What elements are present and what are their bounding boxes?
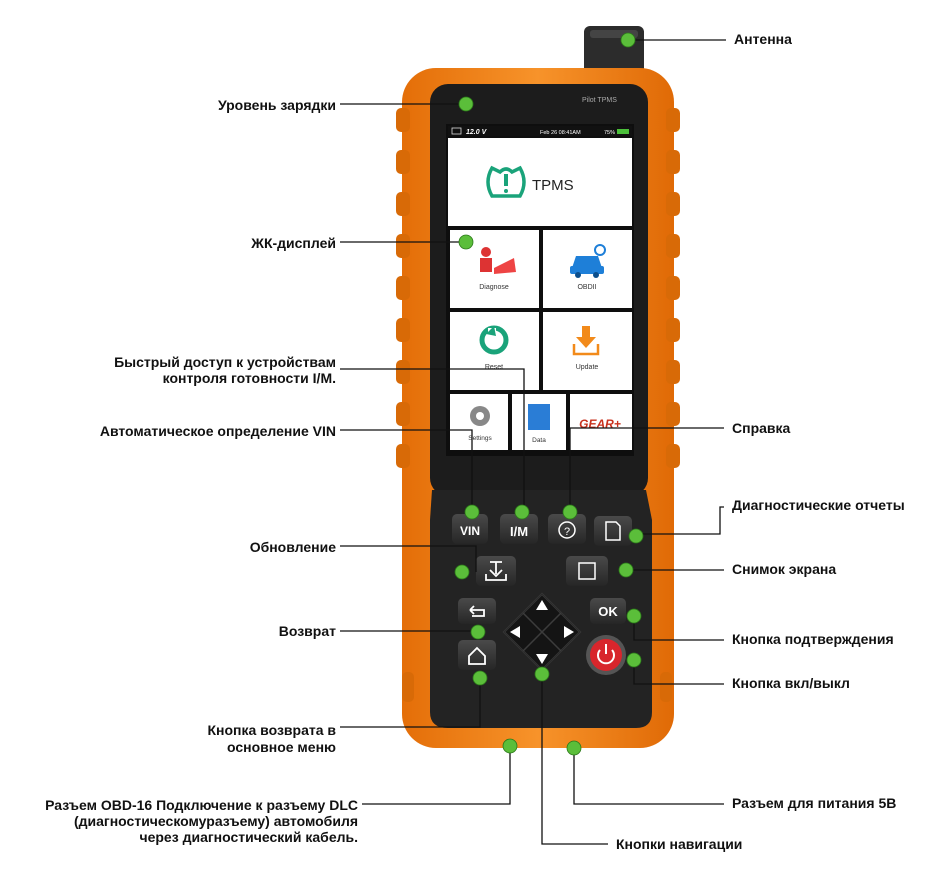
status-battery: 75%: [604, 130, 615, 136]
right-arrow-icon[interactable]: [564, 626, 574, 638]
label-im-quick-1: Быстрый доступ к устройствам: [114, 354, 336, 370]
tile-settings[interactable]: Settings: [450, 394, 508, 450]
lcd-screen: 12.0 V Feb 26 08:41AM 75% TPMS Diagnose: [446, 124, 634, 456]
data-icon: [528, 404, 550, 430]
download-key-icon: [485, 561, 507, 581]
status-datetime: Feb 26 08:41AM: [540, 130, 581, 136]
battery-icon: [617, 129, 629, 134]
label-charge-level: Уровень зарядки: [217, 97, 336, 113]
up-arrow-icon[interactable]: [536, 600, 548, 610]
tile-obd[interactable]: OBDII: [543, 230, 632, 308]
reset-icon: [479, 325, 509, 355]
left-arrow-icon[interactable]: [510, 626, 520, 638]
svg-text:OK: OK: [598, 604, 618, 619]
label-home-1: Кнопка возврата в: [207, 722, 336, 738]
screenshot-icon: [578, 562, 596, 580]
tile-gear-plus[interactable]: GEAR+: [570, 394, 632, 450]
settings-label: Settings: [468, 435, 492, 442]
label-reports: Диагностические отчеты: [732, 497, 905, 513]
label-screenshot: Снимок экрана: [732, 561, 837, 577]
label-obd-1: Разъем OBD-16 Подключение к разъему DLC: [45, 797, 358, 813]
label-help: Справка: [732, 420, 791, 436]
back-arrow-icon: [469, 605, 485, 617]
label-obd-2: (диагностическомуразъему) автомобиля: [73, 813, 358, 829]
update-label: Update: [576, 364, 599, 371]
label-lcd: ЖК-дисплей: [251, 235, 336, 251]
svg-text:I/M: I/M: [510, 524, 528, 539]
svg-text:?: ?: [564, 526, 570, 538]
label-power-5v: Разъем для питания 5В: [732, 795, 897, 811]
gear-plus-logo: GEAR+: [579, 417, 621, 431]
brand-label: Pilot TPMS: [582, 97, 617, 104]
back-key[interactable]: [458, 598, 496, 624]
obd-label: OBDII: [577, 284, 596, 291]
label-power: Кнопка вкл/выкл: [732, 675, 850, 691]
report-key[interactable]: [594, 516, 632, 546]
ok-key[interactable]: OK: [590, 598, 626, 624]
label-im-quick-2: контроля готовности I/M.: [162, 370, 336, 386]
callout-lines: [340, 39, 726, 845]
download-icon: [572, 326, 600, 356]
status-voltage: 12.0 V: [466, 129, 488, 136]
svg-text:VIN: VIN: [460, 524, 480, 538]
label-home-2: основное меню: [226, 739, 336, 755]
home-key[interactable]: [458, 640, 496, 670]
label-back: Возврат: [278, 623, 336, 639]
gear-icon: [470, 406, 490, 426]
label-obd-3: через диагностический кабель.: [139, 829, 358, 845]
screenshot-key[interactable]: [566, 556, 608, 586]
down-arrow-icon[interactable]: [536, 654, 548, 664]
tpms-label: TPMS: [532, 177, 574, 194]
power-icon: [597, 649, 615, 665]
help-key[interactable]: ?: [548, 514, 586, 544]
help-icon: [558, 521, 576, 539]
tpms-icon: [486, 165, 526, 198]
tile-update[interactable]: Update: [543, 312, 632, 390]
home-icon: [468, 646, 486, 665]
tile-reset[interactable]: Reset: [450, 312, 539, 390]
label-confirm: Кнопка подтверждения: [732, 631, 894, 647]
callout-dots: [454, 32, 644, 756]
label-vin-auto: Автоматическое определение VIN: [99, 423, 336, 439]
label-update: Обновление: [249, 539, 336, 555]
obd-car-icon: [570, 244, 606, 278]
im-key[interactable]: I/M: [500, 514, 538, 544]
power-key[interactable]: [586, 635, 626, 675]
update-key[interactable]: [476, 556, 516, 586]
diagnose-label: Diagnose: [479, 284, 509, 291]
data-label: Data: [532, 437, 546, 444]
reset-label: Reset: [485, 364, 503, 371]
label-antenna: Антенна: [734, 31, 792, 47]
label-nav: Кнопки навигации: [616, 836, 743, 852]
report-icon: [605, 521, 621, 541]
car-battery-icon: [451, 127, 462, 135]
tile-data[interactable]: Data: [512, 394, 566, 450]
tile-tpms[interactable]: TPMS: [448, 138, 632, 226]
vin-key[interactable]: VIN: [452, 514, 488, 544]
diagnose-icon: [480, 247, 516, 274]
